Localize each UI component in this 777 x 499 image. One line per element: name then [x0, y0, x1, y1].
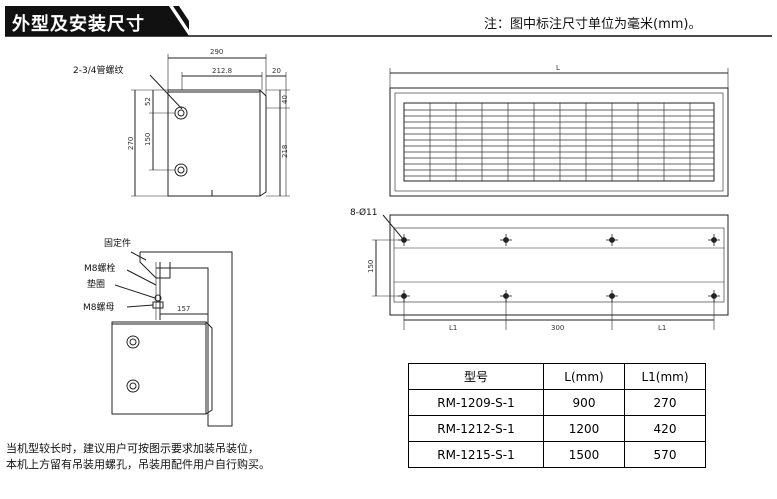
- dim-left-height: 270: [127, 137, 135, 150]
- front-grille-lines: [404, 103, 714, 181]
- dim-top-pipe: 52: [144, 97, 152, 106]
- pipe-fitting-bottom: [174, 163, 188, 177]
- mount-pipe-top: [126, 335, 140, 349]
- nut-shape: [152, 301, 164, 309]
- table-row: RM-1209-S-1 900 270: [408, 389, 706, 416]
- cell-model: RM-1209-S-1: [408, 389, 544, 416]
- side-view: [131, 54, 290, 197]
- table-header-row: 型号 L(mm) L1(mm): [408, 363, 706, 390]
- bolt-label: M8螺栓: [84, 264, 116, 274]
- installation-note-line2: 本机上方留有吊装用螺孔，吊装用配件用户自行购买。: [6, 458, 270, 471]
- mount-pipe-bottom: [126, 379, 140, 393]
- dim-l1-right: L1: [658, 324, 666, 332]
- cell-l1: 570: [624, 441, 706, 468]
- front-view-body: [389, 87, 729, 197]
- table-row: RM-1212-S-1 1200 420: [408, 415, 706, 442]
- unit-note: 注：图中标注尺寸单位为毫米(mm)。: [484, 17, 702, 32]
- dim-inner-width: 212.8: [212, 67, 232, 75]
- washer-label: 垫圈: [87, 280, 106, 290]
- front-grille: [403, 102, 715, 182]
- cell-l1: 270: [624, 389, 706, 416]
- bracket-label: 固定件: [104, 239, 132, 249]
- dim-bottom-height: 150: [367, 260, 375, 273]
- dim-pipe-spacing: 150: [144, 133, 152, 146]
- dim-right-height: 218: [281, 145, 289, 158]
- dim-mount-distance: 157: [177, 305, 190, 313]
- side-view-right-flange: [259, 89, 267, 197]
- mount-view: [111, 251, 233, 427]
- table-row: RM-1215-S-1 1500 570: [408, 441, 706, 468]
- cell-length: 1500: [543, 441, 625, 468]
- cell-model: RM-1215-S-1: [408, 441, 544, 468]
- installation-note: 当机型较长时，建议用户可按图示要求加装吊装位， 本机上方留有吊装用螺孔，吊装用配…: [6, 441, 270, 473]
- col-length: L(mm): [543, 363, 625, 390]
- title-tab-shape: [5, 6, 189, 36]
- bottom-view: [372, 214, 729, 330]
- nut-label: M8螺母: [83, 303, 115, 313]
- mount-unit-body: [111, 321, 207, 415]
- header-bar: 外型及安装尺寸 注：图中标注尺寸单位为毫米(mm)。: [0, 0, 777, 38]
- section-title: 外型及安装尺寸: [12, 14, 145, 35]
- bottom-view-body: [389, 214, 729, 316]
- cell-model: RM-1212-S-1: [408, 415, 544, 442]
- front-view: [389, 68, 729, 197]
- dim-top-small: 40: [281, 95, 289, 104]
- fixing-piece: [139, 252, 171, 279]
- spec-table: 型号 L(mm) L1(mm) RM-1209-S-1 900 270 RM-1…: [408, 363, 706, 468]
- cell-length: 900: [543, 389, 625, 416]
- dim-overall-width: 290: [210, 48, 223, 56]
- cell-length: 1200: [543, 415, 625, 442]
- dim-offset: 20: [272, 67, 281, 75]
- pipe-thread-label: 2-3/4管螺纹: [73, 64, 123, 76]
- col-l1: L1(mm): [624, 363, 706, 390]
- ceiling-bracket: [140, 251, 233, 427]
- side-view-body: [167, 89, 261, 197]
- mounting-holes: [398, 234, 720, 302]
- pipe-fitting-top: [174, 106, 188, 120]
- hole-spec-label: 8-Ø11: [350, 207, 378, 218]
- cell-l1: 420: [624, 415, 706, 442]
- dim-length-L: L: [556, 64, 560, 72]
- installation-note-line1: 当机型较长时，建议用户可按图示要求加装吊装位，: [6, 442, 259, 455]
- dim-l1-left: L1: [449, 324, 457, 332]
- dim-center: 300: [551, 324, 564, 332]
- col-model: 型号: [408, 363, 544, 390]
- header-underline: [5, 35, 772, 37]
